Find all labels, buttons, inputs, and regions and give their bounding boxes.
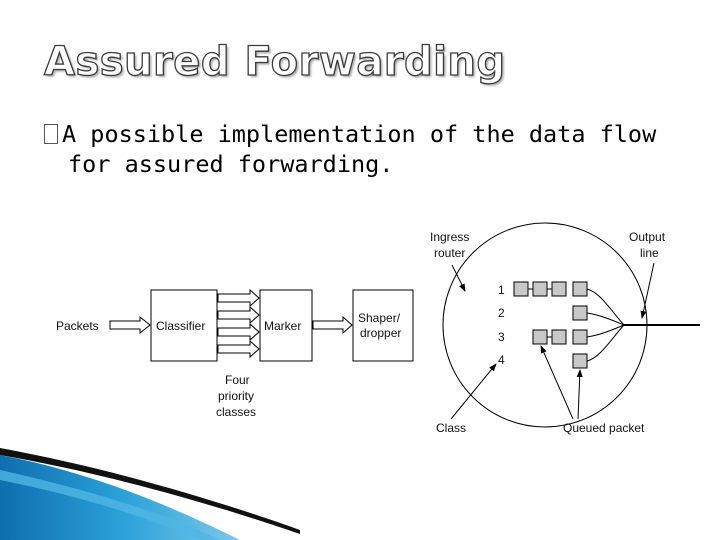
- class-number-1: 1: [498, 283, 505, 297]
- queued-pointer-2: [576, 369, 583, 420]
- bullet-icon: [44, 124, 58, 144]
- queue-line-1: [586, 288, 625, 326]
- priority-arrow-2: [217, 305, 260, 325]
- priority-arrow-4: [217, 339, 260, 359]
- class-pointer: [450, 363, 497, 420]
- bullet-point: A possible implementation of the data fl…: [44, 119, 684, 179]
- shaper-label-line-2: dropper: [360, 326, 401, 340]
- flow-section: Packets Classifier Marker Shaper/ droppe…: [56, 288, 414, 419]
- output-pointer: [640, 262, 655, 319]
- bullet-text-line-2: for assured forwarding.: [68, 150, 394, 178]
- priority-label-line-2: priority: [218, 389, 254, 403]
- marker-box: [259, 289, 313, 362]
- classifier-box: [150, 289, 218, 362]
- class-number-3: 3: [498, 330, 505, 344]
- classifier-label: Classifier: [156, 319, 205, 333]
- class-number-2: 2: [498, 306, 505, 320]
- queue-line-2: [586, 312, 625, 326]
- queued-packet: [532, 281, 548, 297]
- class-number-4: 4: [498, 353, 505, 367]
- queue-line-4: [586, 324, 625, 362]
- queued-pointer-1: [540, 345, 574, 420]
- priority-label-line-3: classes: [216, 405, 256, 419]
- queued-packet: [572, 305, 588, 321]
- output-label-line-1: Output: [629, 230, 666, 244]
- queued-packet: [513, 281, 529, 297]
- queued-packet: [532, 329, 548, 345]
- queued-packet: [572, 281, 588, 297]
- slide-title: Assured Forwarding: [43, 38, 506, 85]
- marker-arrow: [312, 315, 353, 335]
- ingress-label-line-2: router: [434, 246, 465, 260]
- router-circle: [442, 222, 648, 428]
- shaper-label-line-1: Shaper/: [358, 311, 401, 325]
- queued-packet: [572, 329, 588, 345]
- marker-label: Marker: [264, 319, 301, 333]
- priority-label-line-1: Four: [225, 373, 250, 387]
- ingress-label-line-1: Ingress: [430, 230, 469, 244]
- output-label-line-2: line: [640, 246, 659, 260]
- priority-arrow-1: [217, 288, 260, 308]
- ingress-pointer: [451, 264, 466, 292]
- class-label: Class: [436, 421, 466, 435]
- queued-packet: [572, 353, 588, 369]
- packets-label: Packets: [56, 319, 99, 333]
- queued-packet: [551, 281, 567, 297]
- queue-line-3: [586, 324, 625, 338]
- priority-arrow-3: [217, 322, 260, 342]
- ingress-router: Ingress router Output line 1 2 3 4: [430, 222, 700, 435]
- packets-arrow: [109, 315, 151, 335]
- bullet-text-line-1: A possible implementation of the data fl…: [62, 120, 657, 148]
- shaper-box: [352, 289, 414, 362]
- queued-packet-label: Queued packet: [563, 421, 645, 435]
- decorative-swoosh: [0, 448, 300, 540]
- queued-packet: [551, 329, 567, 345]
